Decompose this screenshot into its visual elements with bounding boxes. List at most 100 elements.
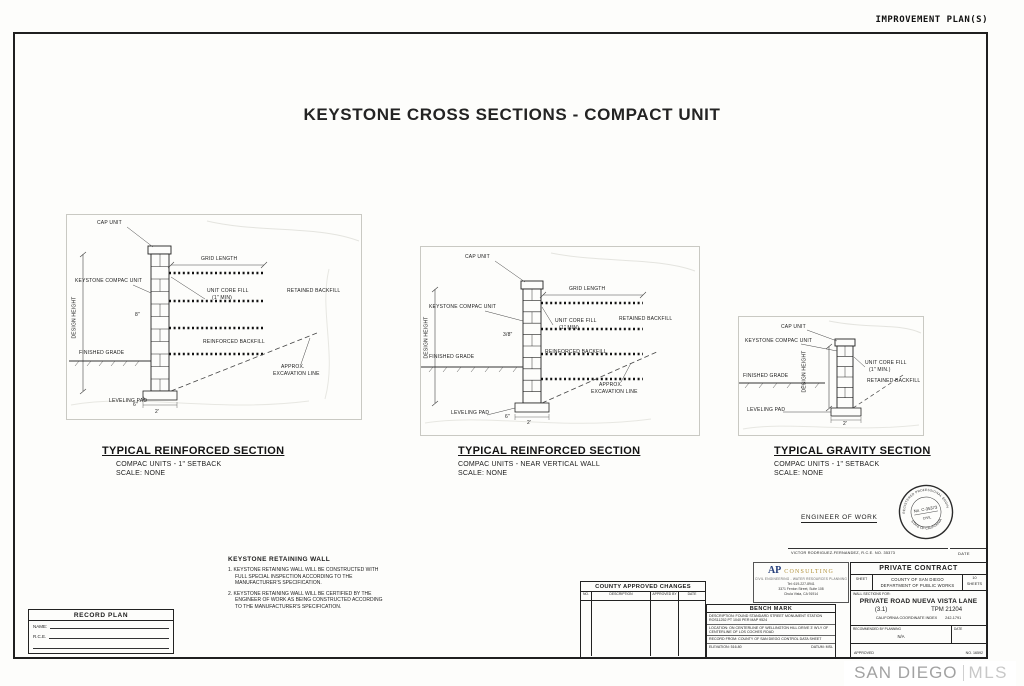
label-leveling-pad: LEVELING PAD <box>747 407 786 413</box>
label-keystone-unit: KEYSTONE COMPAC UNIT <box>75 278 143 284</box>
recommended-label: RECOMMENDED BY PLANNING <box>853 627 901 631</box>
bench-mark-datum: DATUM: MSL <box>811 644 833 649</box>
watermark-divider <box>962 665 964 681</box>
empty-cell <box>651 601 679 656</box>
caption-title: TYPICAL REINFORCED SECTION <box>102 445 285 457</box>
label-keystone-unit: KEYSTONE COMPAC UNIT <box>745 338 813 344</box>
section-drawing-1 <box>69 220 360 408</box>
col-approved-by: APPROVED BY <box>651 592 679 600</box>
bench-mark-elevation-row: ELEVATION: 516.80 DATUM: MSL <box>707 644 835 650</box>
label-finished-grade: FINISHED GRADE <box>743 373 789 379</box>
caption-scale: SCALE: NONE <box>774 470 824 477</box>
blank-rule <box>33 648 169 649</box>
record-plan-title: RECORD PLAN <box>29 610 173 621</box>
label-leveling-pad: LEVELING PAD <box>451 410 490 416</box>
project-phase: (3.1) <box>874 607 888 613</box>
coordinate-index-value: 242-1791 <box>945 616 962 620</box>
agency-line-2: DEPARTMENT OF PUBLIC WORKS <box>880 582 955 588</box>
consultant-address-2: Chula Vista, CA 91914 <box>783 592 819 596</box>
blank-rule <box>50 628 169 629</box>
watermark-brand: MLS <box>968 663 1008 682</box>
sheet-border <box>13 32 988 659</box>
note-item: 2. KEYSTONE RETAINING WALL WILL BE CERTI… <box>228 590 383 610</box>
label-excavation-a: APPROX. <box>281 364 305 370</box>
record-plan-row: NAME: <box>29 621 173 631</box>
page-title: KEYSTONE CROSS SECTIONS - COMPACT UNIT <box>303 105 721 124</box>
sheet-count: 10 <box>972 576 977 580</box>
caption-sub: COMPAC UNITS - 1" SETBACK <box>774 461 880 468</box>
label-keystone-unit: KEYSTONE COMPAC UNIT <box>429 304 497 310</box>
notes-heading: KEYSTONE RETAINING WALL <box>228 556 331 563</box>
consultant-tel: Tel: 619-227-8941 <box>787 582 815 586</box>
caption-gravity: TYPICAL GRAVITY SECTION COMPAC UNITS - 1… <box>774 445 931 477</box>
county-approved-changes-table: COUNTY APPROVED CHANGES NO. DESCRIPTION … <box>580 581 706 658</box>
col-description: DESCRIPTION <box>592 592 651 600</box>
dim-pad-height: 6" <box>133 402 138 408</box>
bench-mark-description: DESCRIPTION: FOUND STANDARD STREET MONUM… <box>707 613 835 625</box>
bench-mark-elevation: ELEVATION: 516.80 <box>709 644 742 649</box>
record-plan-row <box>29 641 173 651</box>
sheet-label: SHEET <box>851 575 873 590</box>
label-design-height: DESIGN HEIGHT <box>71 296 78 339</box>
record-plan-name-label: NAME: <box>33 624 48 629</box>
approved-label: APPROVED <box>854 651 874 655</box>
label-cap-unit: CAP UNIT <box>97 220 122 226</box>
caption-reinforced-2: TYPICAL REINFORCED SECTION COMPAC UNITS … <box>458 445 640 477</box>
dim-pad-width: 2' <box>155 409 160 415</box>
title-block: PRIVATE CONTRACT SHEET COUNTY OF SAN DIE… <box>850 562 987 658</box>
col-date: DATE <box>687 592 697 596</box>
section-reinforced-2: CAP UNIT GRID LENGTH KEYSTONE COMPAC UNI… <box>420 246 700 436</box>
bench-mark-location: LOCATION: ON CENTERLINE OF WELLINGTON HI… <box>707 625 835 637</box>
label-cap-unit: CAP UNIT <box>781 324 806 330</box>
caption-reinforced-1: TYPICAL REINFORCED SECTION COMPAC UNITS … <box>102 445 284 477</box>
consultant-logo: AP CONSULTING <box>754 565 848 576</box>
caption-sub: COMPAC UNITS - 1" SETBACK <box>116 461 222 468</box>
record-plan-row: R.C.E. <box>29 631 173 641</box>
empty-cell <box>581 601 592 656</box>
section-gravity: CAP UNIT KEYSTONE COMPAC UNIT UNIT CORE … <box>738 316 924 436</box>
record-plan-box: RECORD PLAN NAME: R.C.E. <box>28 609 174 654</box>
agency-row: SHEET COUNTY OF SAN DIEGO DEPARTMENT OF … <box>851 575 986 591</box>
keystone-notes: KEYSTONE RETAINING WALL 1. KEYSTONE RETA… <box>228 556 386 614</box>
label-grid-length: GRID LENGTH <box>201 256 238 262</box>
label-finished-grade: FINISHED GRADE <box>79 350 125 356</box>
caption-title: TYPICAL GRAVITY SECTION <box>774 445 931 457</box>
agency-line-1: COUNTY OF SAN DIEGO <box>891 577 944 582</box>
label-design-height: DESIGN HEIGHT <box>801 350 808 393</box>
label-grid-length: GRID LENGTH <box>569 286 606 292</box>
wall-sections-for-label: WALL SECTIONS FOR: <box>853 592 891 596</box>
label-retained-backfill: RETAINED BACKFILL <box>287 288 341 294</box>
engineer-of-work-label: ENGINEER OF WORK <box>801 514 878 523</box>
contract-type: PRIVATE CONTRACT <box>851 563 986 575</box>
date-cell: DATE <box>954 627 963 631</box>
improvement-plan-label: IMPROVEMENT PLAN(S) <box>875 15 988 25</box>
sheet-count-cell: 10 SHEETS <box>962 575 986 590</box>
engineer-seal-stamp: REGISTERED PROFESSIONAL ENGINEER STATE O… <box>889 475 961 547</box>
county-changes-header: NO. DESCRIPTION APPROVED BY DATE <box>581 592 705 601</box>
consultant-name-consulting: CONSULTING <box>784 569 835 575</box>
label-design-height: DESIGN HEIGHT <box>423 316 430 359</box>
project-tpm: TPM 21204 <box>931 607 963 613</box>
recommended-cell: RECOMMENDED BY PLANNING N/A <box>851 626 952 643</box>
consultant-address-1: 3371 Fenton Street, Suite 108 <box>778 587 824 591</box>
section-drawing-2 <box>421 252 696 424</box>
engineer-name-line: VICTOR RODRIGUEZ-FERNANDEZ, R.C.E. NO. 3… <box>791 551 896 555</box>
label-reinforced-backfill: REINFORCED BACKFILL <box>545 349 607 355</box>
title-block-bottom-row: APPROVED NO. 16592 <box>851 644 986 656</box>
label-cap-unit: CAP UNIT <box>465 254 490 260</box>
consultant-box: AP CONSULTING CIVIL ENGINEERING - WATER … <box>753 562 849 603</box>
label-core-fill-min: (1" MIN) <box>559 325 580 331</box>
county-changes-body <box>581 601 705 656</box>
stamp-number: No. C-35373 <box>913 504 938 513</box>
caption-scale: SCALE: NONE <box>116 470 166 477</box>
dim-pad-width: 2' <box>527 420 532 426</box>
date-line <box>950 548 986 549</box>
caption-sub: COMPAC UNITS - NEAR VERTICAL WALL <box>458 461 600 468</box>
label-core-fill-min: (1" MIN.) <box>869 367 891 373</box>
drawing-number: NO. 16592 <box>965 651 983 655</box>
label-leveling-pad: LEVELING PAD <box>109 398 148 404</box>
col-no: NO. <box>581 592 592 600</box>
section-drawing-3 <box>739 320 922 430</box>
dim-setback: 8" <box>135 312 140 318</box>
